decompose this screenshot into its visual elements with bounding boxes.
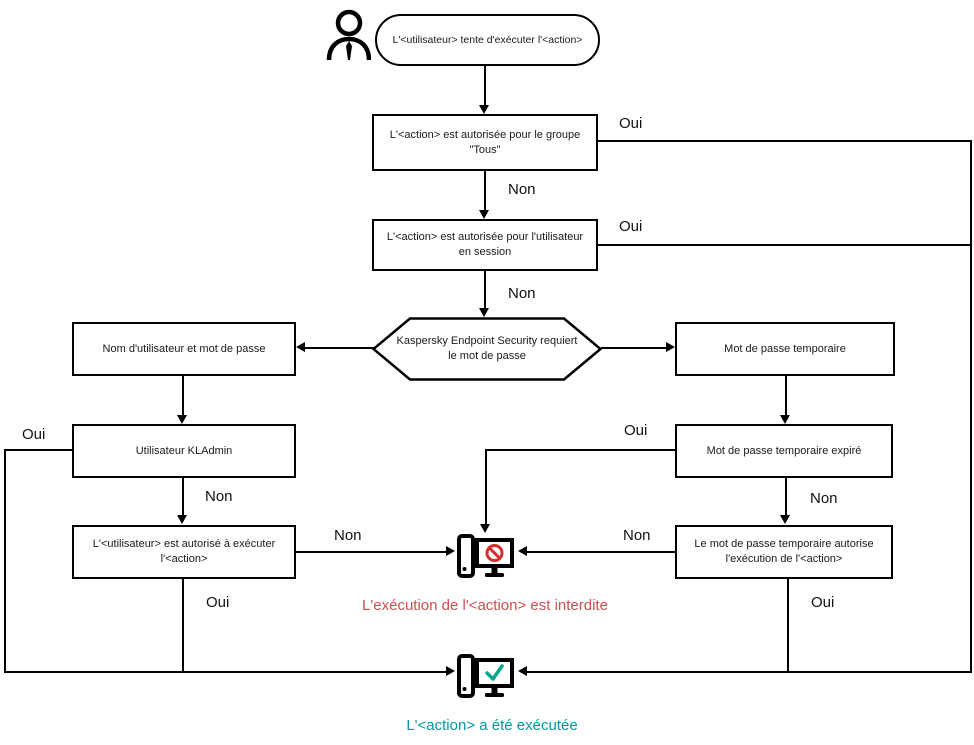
connector — [787, 579, 789, 673]
arrowhead-down — [780, 415, 790, 424]
connector — [182, 478, 184, 516]
node-action-allowed-group-all: L'<action> est autorisée pour le groupe … — [372, 114, 598, 171]
arrowhead-down — [177, 515, 187, 524]
connector — [296, 551, 448, 553]
connector — [598, 244, 972, 246]
label-non: Non — [506, 285, 538, 302]
connector — [785, 376, 787, 416]
computer-executed-icon — [456, 651, 514, 706]
node-user-authorized: L'<utilisateur> est autorisé à exécuter … — [72, 525, 296, 579]
hexagon-label: Kaspersky Endpoint Security requiert le … — [396, 335, 578, 362]
connector — [485, 449, 675, 451]
arrowhead-down — [780, 515, 790, 524]
node-temp-password-authorizes: Le mot de passe temporaire autorise l'ex… — [675, 525, 893, 579]
label-non: Non — [203, 488, 235, 505]
outcome-executed: L'<action> a été exécutée — [406, 717, 578, 734]
label-non: Non — [506, 181, 538, 198]
node-temp-password: Mot de passe temporaire — [675, 322, 895, 376]
connector — [300, 347, 374, 349]
connector — [970, 140, 972, 673]
label-oui: Oui — [20, 426, 48, 443]
label-oui: Oui — [617, 115, 645, 132]
arrowhead-down — [479, 308, 489, 317]
arrowhead-left — [296, 342, 305, 352]
node-requires-password: Kaspersky Endpoint Security requiert le … — [372, 317, 602, 381]
node-kladmin-user: Utilisateur KLAdmin — [72, 424, 296, 478]
arrowhead-down — [479, 210, 489, 219]
label-non: Non — [332, 527, 364, 544]
connector — [785, 478, 787, 516]
label-oui: Oui — [809, 594, 837, 611]
label-non: Non — [621, 527, 653, 544]
connector — [522, 551, 675, 553]
label-non: Non — [808, 490, 840, 507]
node-username-password: Nom d'utilisateur et mot de passe — [72, 322, 296, 376]
arrowhead-down — [479, 105, 489, 114]
connector — [484, 66, 486, 108]
connector — [182, 579, 184, 673]
node-temp-password-expired: Mot de passe temporaire expiré — [675, 424, 893, 478]
connector — [182, 376, 184, 416]
outcome-forbidden: L'exécution de l'<action> est interdite — [362, 597, 608, 614]
label-oui: Oui — [622, 422, 650, 439]
arrowhead-left — [518, 666, 527, 676]
arrowhead-right — [446, 666, 455, 676]
arrowhead-down — [480, 524, 490, 533]
arrowhead-right — [446, 546, 455, 556]
connector — [522, 671, 972, 673]
computer-blocked-icon — [456, 531, 514, 586]
connector — [4, 449, 72, 451]
start-node: L'<utilisateur> tente d'exécuter l'<acti… — [375, 14, 600, 66]
connector — [4, 671, 450, 673]
user-icon — [325, 8, 372, 69]
connector — [485, 449, 487, 525]
arrowhead-right — [666, 342, 675, 352]
node-action-allowed-session-user: L'<action> est autorisée pour l'utilisat… — [372, 219, 598, 271]
arrowhead-left — [518, 546, 527, 556]
connector — [598, 140, 972, 142]
label-oui: Oui — [204, 594, 232, 611]
label-oui: Oui — [617, 218, 645, 235]
arrowhead-down — [177, 415, 187, 424]
connector — [484, 171, 486, 211]
connector — [484, 271, 486, 309]
connector — [601, 347, 671, 349]
connector — [4, 449, 6, 673]
